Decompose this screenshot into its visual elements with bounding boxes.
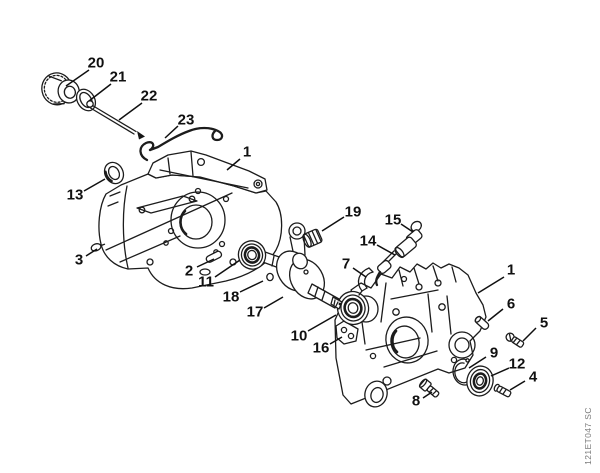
callout-23-leader-3 bbox=[164, 125, 179, 139]
callout-13-label-5: 13 bbox=[67, 187, 84, 204]
callout-18-label-9: 18 bbox=[223, 289, 240, 306]
filler-cap bbox=[41, 72, 80, 106]
callout-11-label-8: 11 bbox=[198, 274, 214, 291]
callout-1-leader-4 bbox=[226, 158, 241, 171]
callout-7-label-16: 7 bbox=[342, 256, 350, 273]
dowel-pin-2 bbox=[205, 250, 223, 263]
dowel-pin-6 bbox=[474, 315, 490, 330]
callout-7-leader-16 bbox=[352, 267, 367, 278]
callout-1-label-17: 1 bbox=[507, 262, 515, 279]
callout-20-leader-0 bbox=[65, 69, 90, 87]
callout-4-leader-22 bbox=[509, 380, 526, 391]
callout-21-label-1: 21 bbox=[110, 69, 127, 86]
callout-9-label-20: 9 bbox=[490, 345, 498, 362]
callout-15-leader-14 bbox=[400, 223, 414, 233]
retainer-wire bbox=[139, 126, 224, 162]
callout-4-label-22: 4 bbox=[529, 369, 538, 386]
callout-19-leader-13 bbox=[321, 216, 345, 232]
callout-22-leader-2 bbox=[118, 102, 143, 121]
callout-10-label-11: 10 bbox=[291, 328, 308, 345]
bracket-16 bbox=[335, 320, 359, 345]
connecting-rod-bearing bbox=[302, 228, 323, 248]
right-crankcase-half bbox=[334, 262, 487, 408]
callout-16-label-12: 16 bbox=[313, 340, 330, 357]
callout-3-label-6: 3 bbox=[75, 252, 83, 269]
callout-2-leader-7 bbox=[196, 258, 215, 268]
oil-line bbox=[357, 267, 374, 296]
main-bearing-left bbox=[237, 240, 267, 270]
callout-9-leader-20 bbox=[468, 356, 487, 369]
callout-5-label-19: 5 bbox=[540, 315, 548, 332]
callout-14-leader-15 bbox=[376, 244, 396, 256]
screw-8 bbox=[418, 378, 440, 398]
callout-10-leader-11 bbox=[307, 314, 337, 332]
shaft-seal-12 bbox=[466, 365, 494, 397]
callout-6-label-18: 6 bbox=[507, 296, 515, 313]
callout-12-leader-21 bbox=[490, 367, 510, 377]
callout-17-label-10: 17 bbox=[247, 304, 264, 321]
woodruff-key bbox=[266, 272, 274, 282]
callout-8-label-23: 8 bbox=[412, 393, 420, 410]
screw-5 bbox=[505, 332, 525, 348]
callout-22-label-2: 22 bbox=[141, 88, 158, 105]
callout-17-leader-10 bbox=[263, 296, 284, 309]
callout-21-leader-1 bbox=[88, 83, 112, 102]
callout-15-label-14: 15 bbox=[385, 212, 402, 229]
pin-3 bbox=[90, 243, 106, 252]
oil-seal bbox=[103, 161, 125, 185]
callout-23-label-3: 23 bbox=[178, 112, 195, 129]
callout-18-leader-9 bbox=[239, 280, 264, 293]
left-crankcase-half bbox=[98, 150, 283, 290]
callout-11-leader-8 bbox=[214, 259, 241, 278]
callout-8-leader-23 bbox=[422, 391, 433, 399]
callout-2-label-7: 2 bbox=[185, 263, 193, 280]
callout-14-label-15: 14 bbox=[360, 233, 377, 250]
callout-12-label-21: 12 bbox=[509, 356, 526, 373]
screw-4 bbox=[493, 383, 512, 398]
main-bearing-right bbox=[336, 290, 370, 326]
callout-16-leader-12 bbox=[329, 336, 343, 345]
callout-6-leader-18 bbox=[487, 308, 504, 322]
oil-pickup-rod bbox=[86, 100, 145, 140]
callout-1-label-4: 1 bbox=[243, 144, 251, 161]
callout-20-label-0: 20 bbox=[88, 55, 105, 72]
callout-3-leader-6 bbox=[85, 248, 98, 257]
crankshaft bbox=[245, 222, 343, 310]
callout-5-leader-19 bbox=[522, 327, 537, 342]
callout-19-label-13: 19 bbox=[345, 204, 362, 221]
callout-13-leader-5 bbox=[83, 178, 106, 192]
callout-1-leader-17 bbox=[477, 276, 505, 294]
oil-pump-plunger bbox=[375, 236, 417, 287]
drawing-code: 121ET047 SC bbox=[583, 407, 593, 465]
